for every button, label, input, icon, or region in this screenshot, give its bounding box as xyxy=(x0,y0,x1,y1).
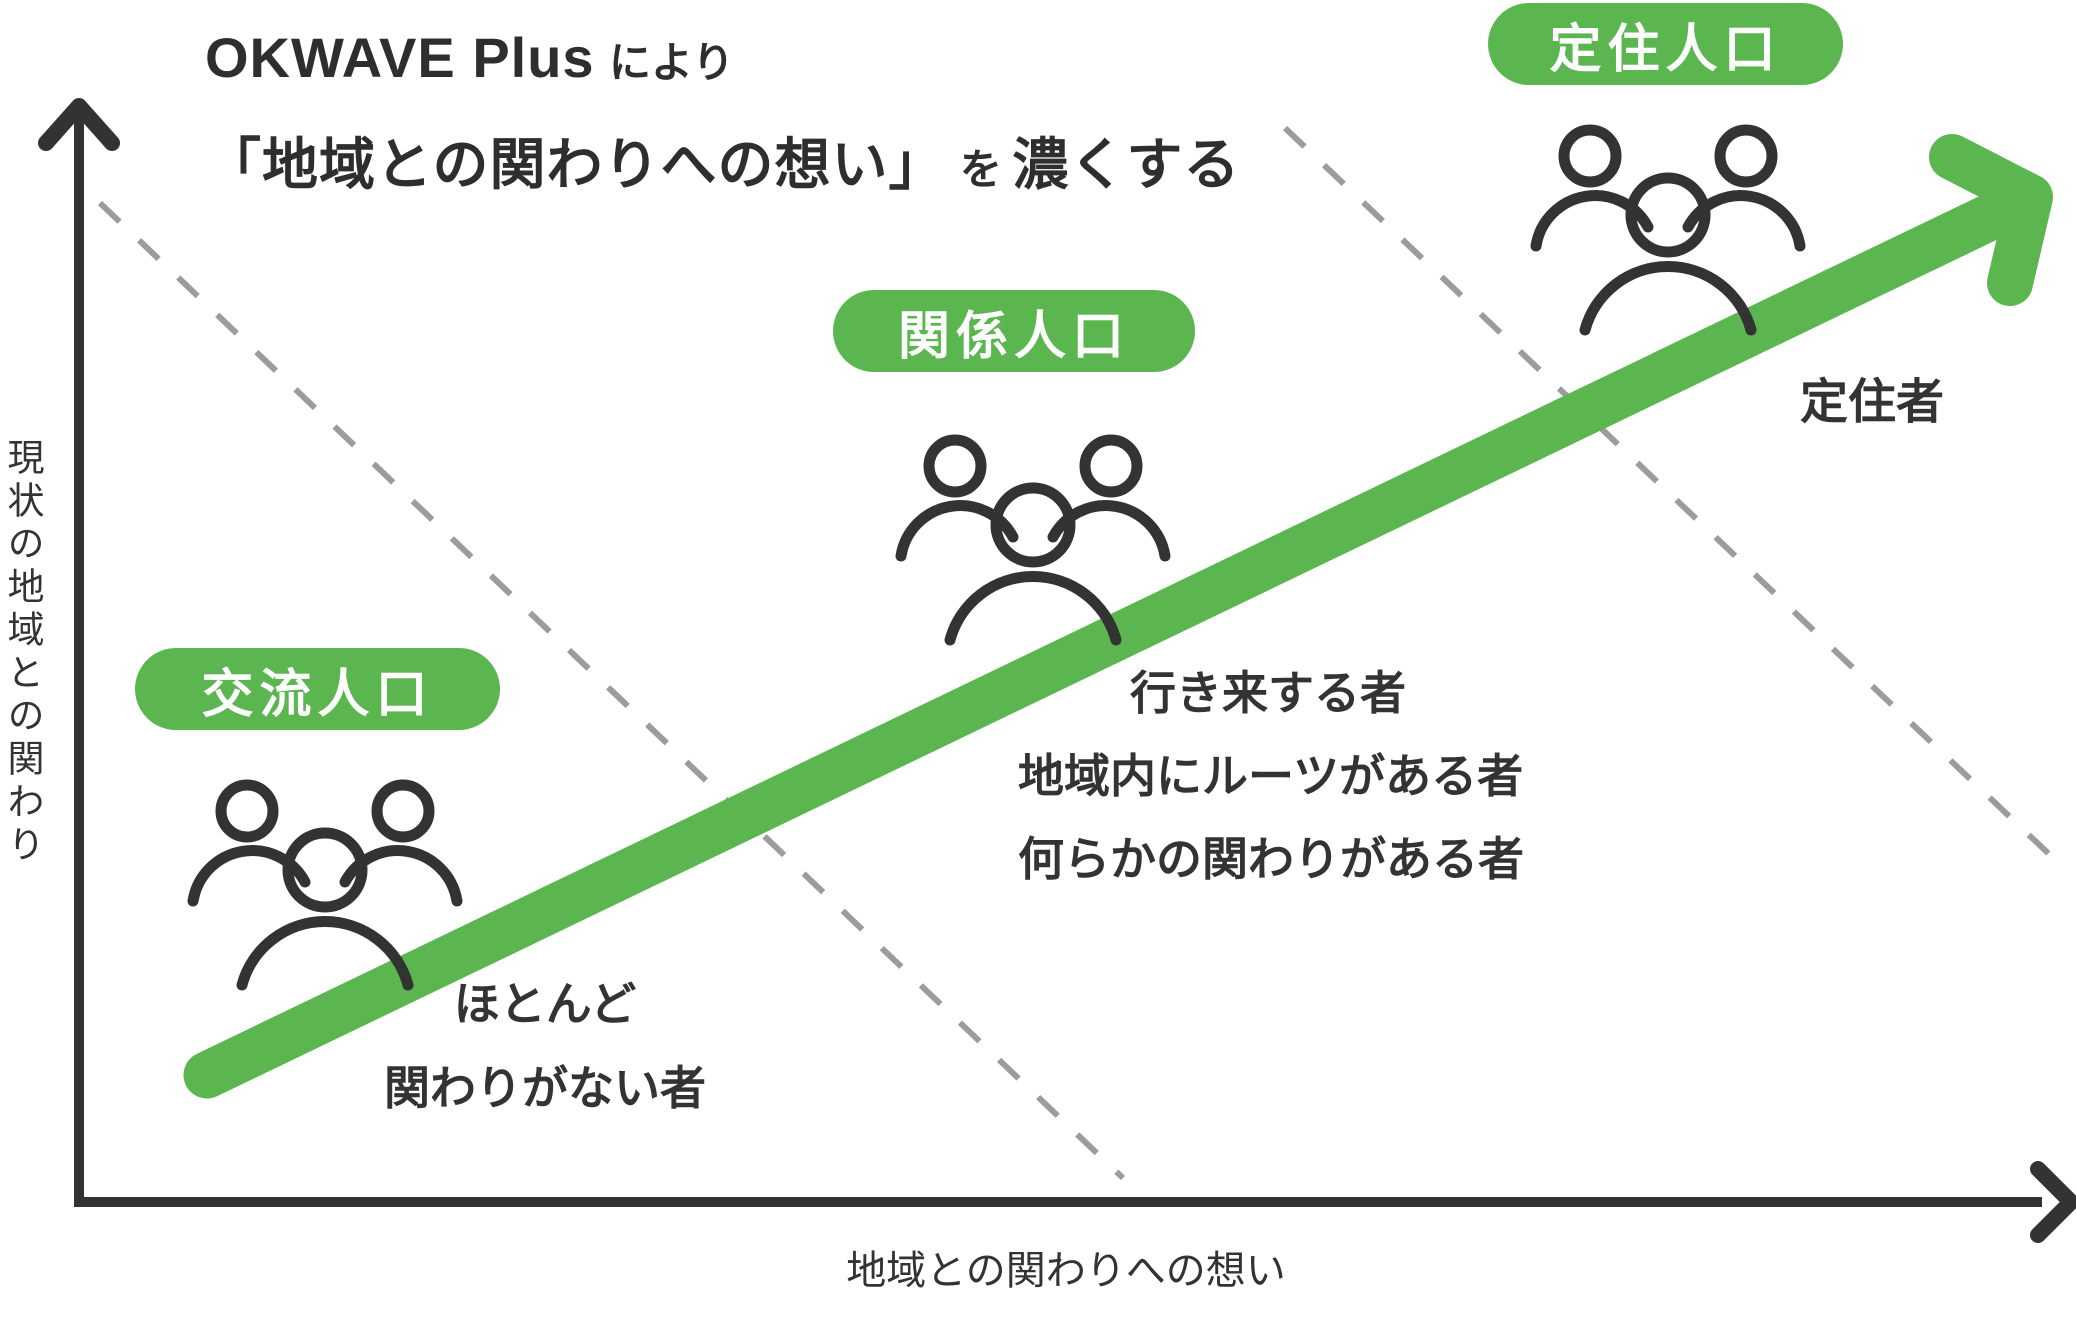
title-emphasis-text: 濃くする xyxy=(1012,133,1241,196)
x-axis-label: 地域との関わりへの想い xyxy=(846,1249,1286,1293)
title-particle: を xyxy=(959,146,1002,193)
note-related-population: 行き来する者 地域内にルーツがある者 何らかの関わりがある者 xyxy=(1018,652,1524,901)
badge-settled-population: 定住人口 xyxy=(1488,3,1843,85)
y-axis-arrowhead-icon xyxy=(38,98,120,151)
page-title: OKWAVE Plus により 「地域との関わりへの想い」 を 濃くする xyxy=(205,12,1240,226)
dashed-boundary-line-2 xyxy=(1282,125,2053,858)
note-line: 地域内にルーツがある者 xyxy=(1018,750,1524,802)
x-axis-arrowhead-icon xyxy=(2030,1161,2076,1243)
title-brand-text: OKWAVE Plus xyxy=(205,26,595,89)
badge-exchange-population: 交流人口 xyxy=(135,648,500,730)
growth-arrow xyxy=(183,193,2014,1099)
growth-arrowhead-icon xyxy=(1929,134,2053,306)
title-line1-suffix: により xyxy=(609,39,735,86)
note-exchange-population: ほとんど 関わりがない者 xyxy=(300,962,790,1130)
dashed-boundary-line-1 xyxy=(97,200,1126,1181)
title-line-1: OKWAVE Plus により xyxy=(205,12,1240,119)
note-line: 行き来する者 xyxy=(1130,667,1406,719)
note-line: 何らかの関わりがある者 xyxy=(1018,833,1524,885)
badge-related-population: 関係人口 xyxy=(833,290,1195,372)
title-quote-text: 「地域との関わりへの想い」 xyxy=(205,133,946,196)
y-axis-label: 現状の地域との関わり xyxy=(2,438,43,868)
note-line: 関わりがない者 xyxy=(384,1062,706,1114)
people-group-icon-settled xyxy=(1536,130,1800,330)
note-settled-population: 定住者 xyxy=(1800,376,1945,429)
note-line: ほとんど xyxy=(453,978,637,1030)
title-line-2: 「地域との関わりへの想い」 を 濃くする xyxy=(205,119,1240,226)
